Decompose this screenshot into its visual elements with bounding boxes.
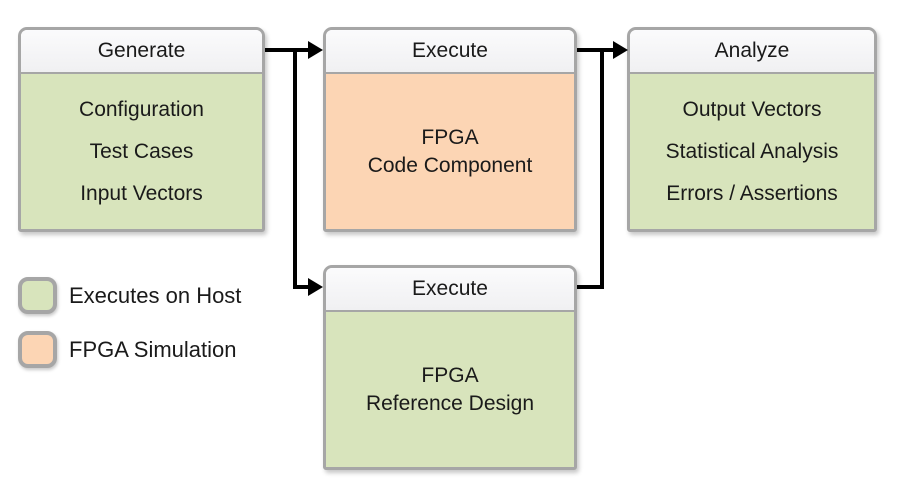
execute-bottom-item-fpga: FPGA [421, 363, 479, 387]
execute-top-item-code-component: Code Component [367, 153, 533, 177]
arrow-execute-to-analyze-line [577, 48, 614, 52]
generate-item-test-cases: Test Cases [89, 139, 194, 163]
legend-swatch-orange [18, 331, 57, 368]
execute-bottom-item-reference-design: Reference Design [365, 391, 535, 415]
box-generate-title: Generate [21, 30, 262, 74]
box-generate-body: Configuration Test Cases Input Vectors [21, 74, 262, 229]
arrow-branch-down-line [293, 48, 297, 287]
arrowhead-into-execute-top-icon [308, 41, 323, 59]
box-analyze-body: Output Vectors Statistical Analysis Erro… [630, 74, 874, 229]
execute-top-item-fpga: FPGA [421, 125, 479, 149]
arrowhead-into-analyze-icon [613, 41, 628, 59]
box-execute-top: Execute FPGA Code Component [323, 27, 577, 232]
box-execute-top-body: FPGA Code Component [326, 74, 574, 229]
generate-item-configuration: Configuration [79, 97, 204, 121]
box-execute-bottom: Execute FPGA Reference Design [323, 265, 577, 470]
arrow-execute-bottom-out-line [577, 285, 604, 289]
box-execute-bottom-body: FPGA Reference Design [326, 312, 574, 467]
box-execute-top-title: Execute [326, 30, 574, 74]
box-analyze: Analyze Output Vectors Statistical Analy… [627, 27, 877, 232]
analyze-item-errors-assertions: Errors / Assertions [666, 181, 838, 205]
box-generate: Generate Configuration Test Cases Input … [18, 27, 265, 232]
legend-label-fpga-simulation: FPGA Simulation [69, 336, 237, 362]
arrow-merge-up-line [600, 48, 604, 289]
box-analyze-title: Analyze [630, 30, 874, 74]
legend-label-executes-on-host: Executes on Host [69, 282, 242, 308]
arrow-branch-right-line [293, 285, 310, 289]
arrowhead-into-execute-bottom-icon [308, 278, 323, 296]
arrow-generate-to-execute-line [265, 48, 310, 52]
legend-item-fpga-simulation: FPGA Simulation [18, 331, 237, 368]
legend-swatch-green [18, 277, 57, 314]
box-execute-bottom-title: Execute [326, 268, 574, 312]
analyze-item-output-vectors: Output Vectors [682, 97, 822, 121]
generate-item-input-vectors: Input Vectors [80, 181, 203, 205]
analyze-item-statistical-analysis: Statistical Analysis [665, 139, 839, 163]
legend-item-executes-on-host: Executes on Host [18, 277, 241, 314]
